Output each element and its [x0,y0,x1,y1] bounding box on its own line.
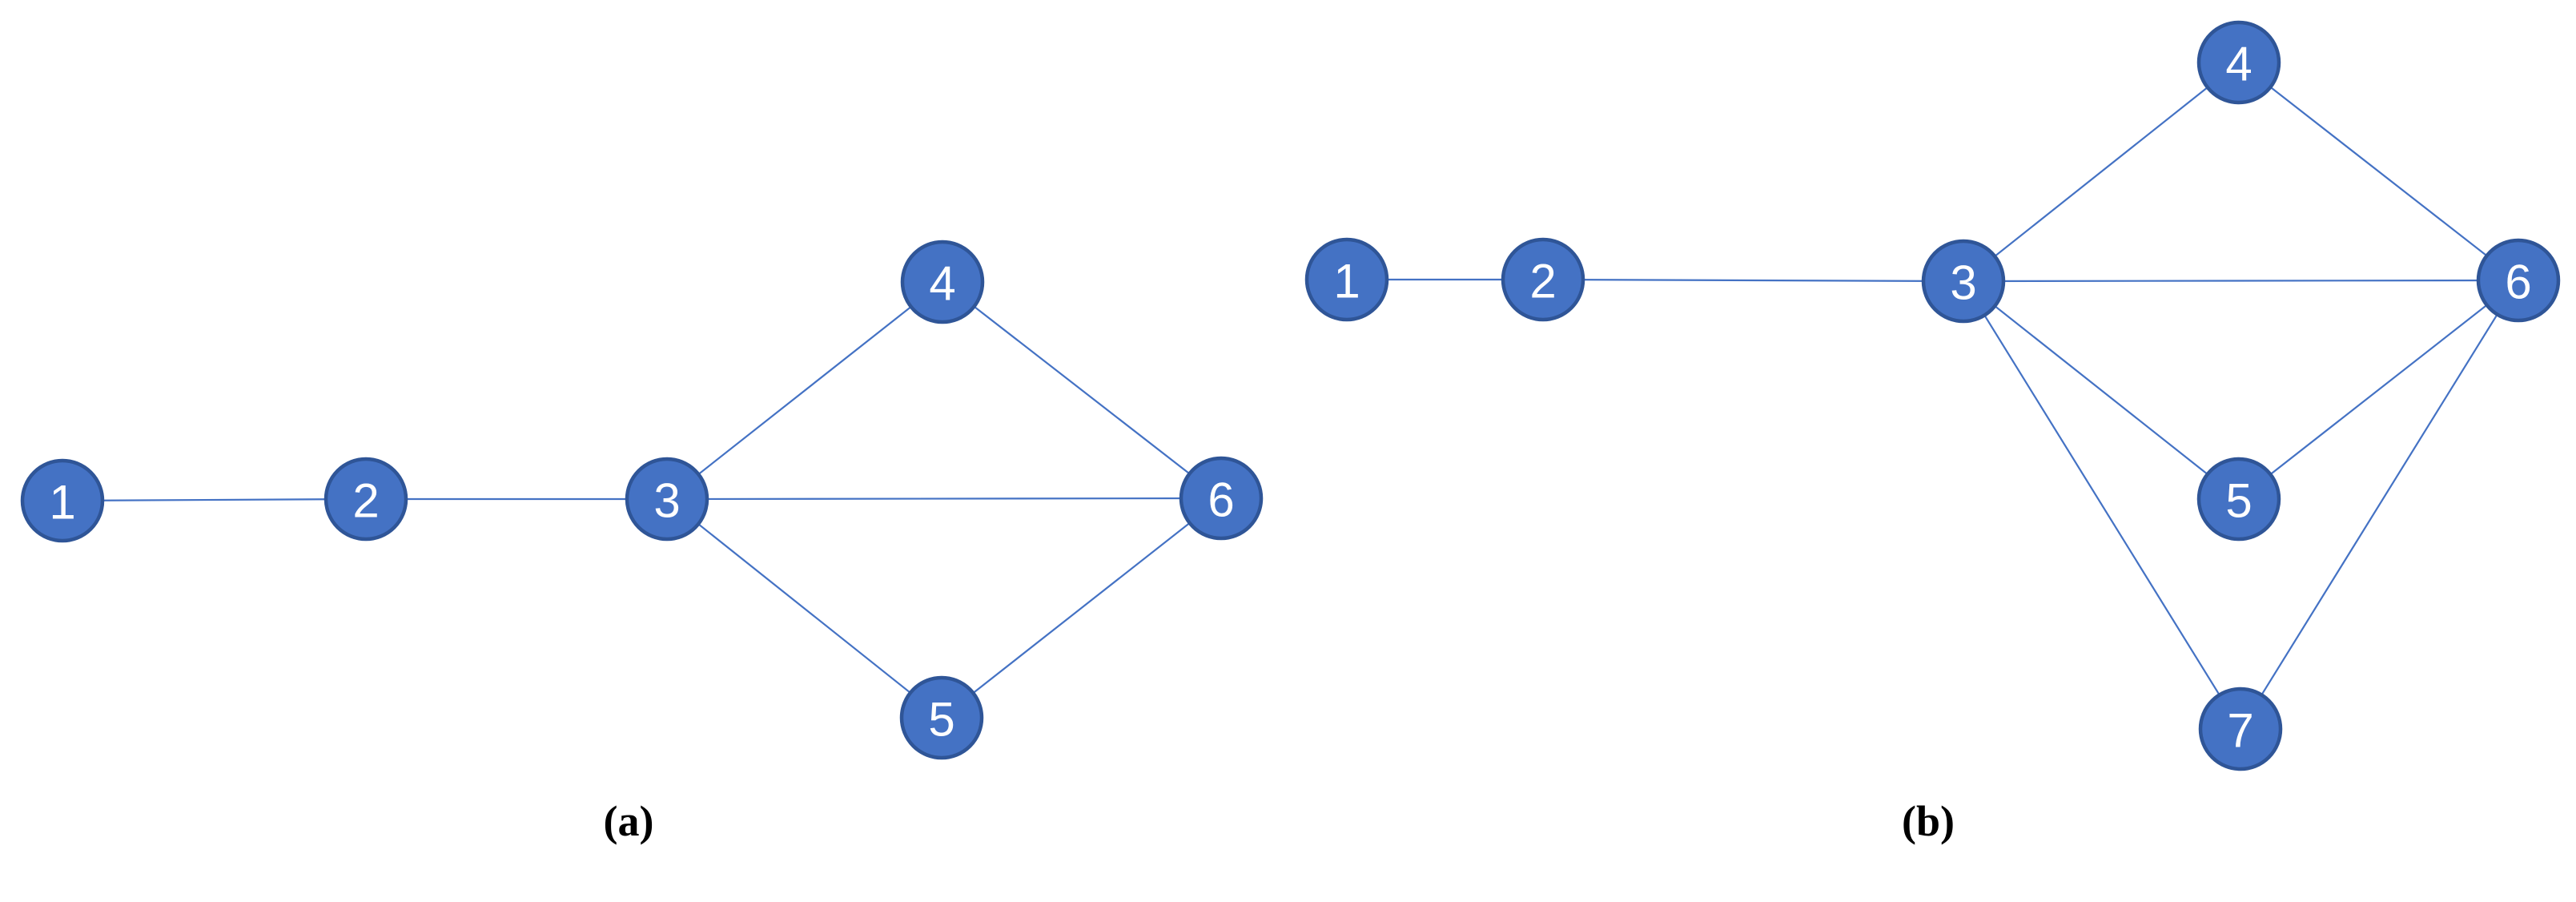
panel-caption-b: (b) [1902,797,1955,845]
node-label-4: 4 [2225,38,2252,91]
graph-edge-6-7 [2240,280,2519,730]
node-circle-6[interactable] [2476,238,2561,323]
graph-node-1[interactable]: 1 [20,458,105,543]
edges-layer [62,62,2519,730]
graph-edge-2-3 [1542,278,1964,283]
graph-node-4[interactable]: 4 [2196,20,2281,105]
panel-caption-a: (a) [603,797,654,845]
node-circle-7[interactable] [2198,687,2283,771]
node-label-1: 1 [49,476,75,530]
graph-node-5[interactable]: 5 [2196,457,2281,542]
node-label-3: 3 [1950,256,1976,310]
graph-edge-3-4 [666,281,943,500]
node-circle-4[interactable] [900,240,985,324]
node-circle-6[interactable] [1179,456,1264,541]
graph-node-3[interactable]: 3 [625,457,709,542]
node-label-1: 1 [1333,255,1360,308]
node-label-7: 7 [2227,704,2253,758]
graph-edge-5-6 [941,497,1222,719]
node-label-6: 6 [2505,256,2531,309]
node-circle-5[interactable] [2196,457,2281,542]
node-circle-2[interactable] [1501,237,1585,322]
graph-edge-3-6 [1963,279,2519,283]
graph-node-1[interactable]: 1 [1304,237,1389,322]
node-circle-5[interactable] [899,675,984,760]
graph-edge-3-7 [1963,280,2241,730]
node-label-6: 6 [1208,473,1234,527]
node-circle-1[interactable] [20,458,105,543]
node-circle-3[interactable] [625,457,709,542]
graph-edge-3-5 [1963,280,2240,500]
graph-node-6[interactable]: 6 [1179,456,1264,541]
node-circle-4[interactable] [2196,20,2281,105]
graph-edge-4-6 [2238,62,2519,281]
graph-node-6[interactable]: 6 [2476,238,2561,323]
node-circle-3[interactable] [1921,239,2006,324]
node-label-4: 4 [929,257,955,311]
graph-node-7[interactable]: 7 [2198,687,2283,771]
node-label-2: 2 [352,474,379,528]
graph-edge-1-2 [62,497,367,502]
graph-edge-3-6 [666,497,1222,501]
node-label-2: 2 [1529,255,1556,308]
node-circle-2[interactable] [324,457,408,542]
node-label-5: 5 [2225,474,2252,528]
graph-node-2[interactable]: 2 [324,457,408,542]
graph-node-5[interactable]: 5 [899,675,984,760]
graph-node-3[interactable]: 3 [1921,239,2006,324]
node-label-5: 5 [928,693,954,747]
node-label-3: 3 [653,474,680,528]
graph-edge-3-5 [666,498,942,719]
graph-node-2[interactable]: 2 [1501,237,1585,322]
graph-node-4[interactable]: 4 [900,240,985,324]
graph-edge-5-6 [2238,280,2519,500]
nodes-layer: 1 2 3 4 5 6 1 2 3 4 5 6 7 [20,20,2561,771]
graph-edge-3-4 [1963,62,2240,282]
node-circle-1[interactable] [1304,237,1389,322]
graph-edge-4-6 [942,281,1222,499]
